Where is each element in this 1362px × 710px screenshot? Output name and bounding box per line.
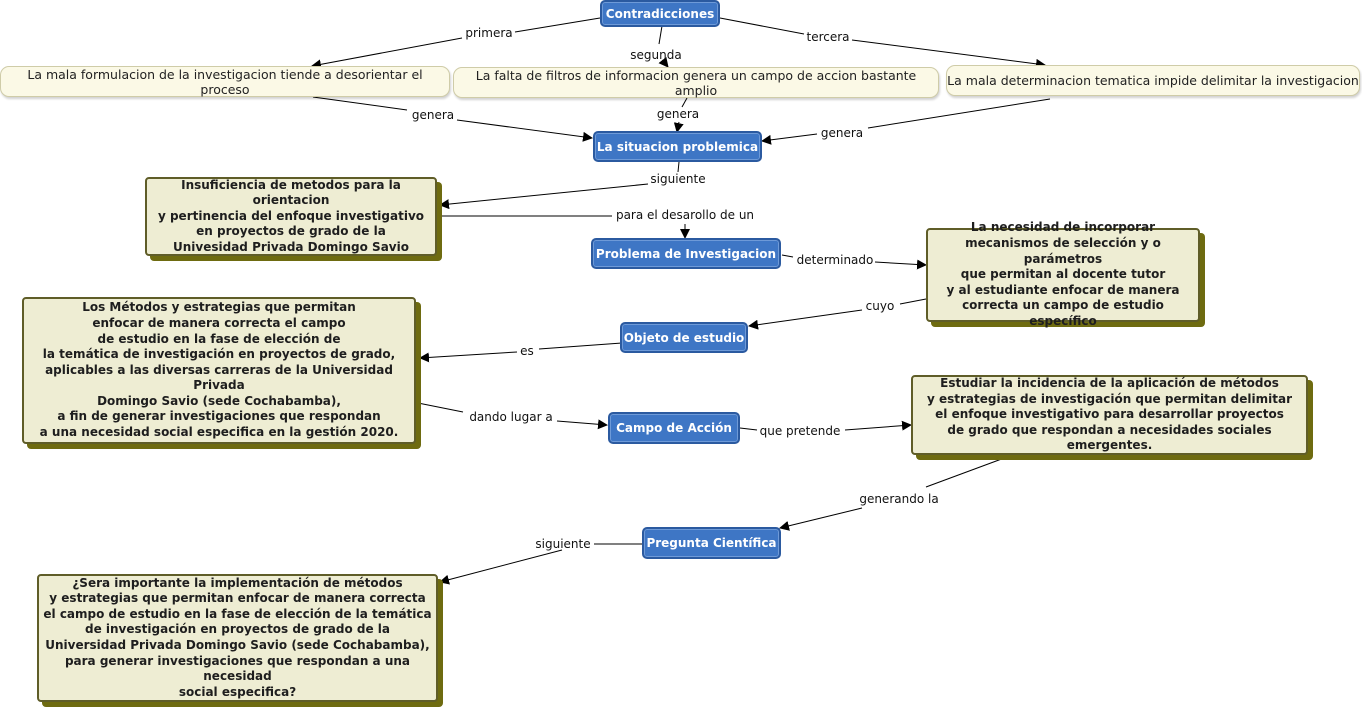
link-label-que-pretende: que pretende (760, 424, 841, 438)
edge-siguiente-1-a (677, 161, 680, 173)
edge-tercera-a (719, 17, 805, 35)
edge-genera-1-a (312, 96, 408, 111)
edge-segunda-b (658, 56, 669, 68)
node-situacion-problemica[interactable]: La situacion problemica (593, 131, 762, 162)
node-necesidad[interactable]: La necesidad de incorporar mecanismos de… (926, 220, 1200, 328)
edge-es-a (538, 342, 623, 350)
node-metodos-estrategias[interactable]: Los Métodos y estrategias que permitan e… (22, 297, 416, 444)
link-label-genera-3: genera (821, 126, 863, 140)
node-pregunta-cientifica[interactable]: Pregunta Científica (642, 527, 781, 559)
link-label-generando-la: generando la (859, 492, 938, 506)
edge-siguiente-2-b (439, 549, 563, 585)
edge-genera-2-b (673, 121, 684, 133)
node-problema-investigacion[interactable]: Problema de Investigacion (591, 238, 781, 269)
node-mala-formulacion[interactable]: La mala formulacion de la investigacion … (0, 66, 450, 97)
edge-dando-a (417, 402, 464, 413)
node-objeto-estudio[interactable]: Objeto de estudio (620, 322, 748, 353)
edge-genera-3-a (867, 98, 1051, 129)
edge-primera-a (514, 17, 601, 33)
edge-generando-a (925, 456, 1008, 488)
link-label-dando-lugar-a: dando lugar a (469, 410, 552, 424)
node-estudiar[interactable]: Estudiar la incidencia de la aplicación … (911, 375, 1308, 455)
link-label-cuyo: cuyo (866, 299, 895, 313)
node-sera-importante[interactable]: ¿Sera importante la implementación de mé… (37, 574, 438, 702)
link-label-determinado: determinado (797, 253, 874, 267)
link-label-siguiente-1: siguiente (650, 172, 705, 186)
link-label-segunda: segunda (630, 48, 681, 62)
edge-cuyo-b (748, 309, 863, 330)
edge-pretende-a (739, 427, 758, 431)
link-label-genera-2: genera (657, 107, 699, 121)
edge-genera-3-b (761, 133, 818, 145)
edge-pretende-b (844, 420, 912, 431)
node-falta-filtros[interactable]: La falta de filtros de informacion gener… (453, 67, 939, 98)
edge-genera-2-a (681, 97, 688, 108)
edge-primera-b (311, 37, 463, 70)
edge-determinado-a (781, 254, 794, 258)
node-contradicciones[interactable]: Contradicciones (600, 0, 720, 27)
link-label-primera: primera (465, 26, 512, 40)
link-label-siguiente-2: siguiente (535, 537, 590, 551)
edge-cuyo-a (899, 298, 927, 305)
edge-generando-b (779, 507, 863, 531)
node-mala-determinacion[interactable]: La mala determinacion tematica impide de… (946, 65, 1360, 96)
edge-es-b (419, 351, 518, 363)
edge-tercera-b (851, 39, 1046, 69)
node-insuficiencia[interactable]: Insuficiencia de metodos para la orienta… (145, 177, 437, 256)
edge-genera-1-b (456, 119, 593, 142)
link-label-es: es (520, 344, 534, 358)
node-campo-accion[interactable]: Campo de Acción (608, 412, 740, 444)
link-label-genera-1: genera (412, 108, 454, 122)
link-label-para-el-desarollo: para el desarollo de un (616, 208, 754, 222)
edge-siguiente-1-b (439, 183, 649, 210)
edge-determinado-b (874, 259, 927, 270)
edge-segunda-a (658, 25, 663, 45)
edge-dando-b (556, 419, 608, 430)
link-label-tercera: tercera (806, 30, 849, 44)
